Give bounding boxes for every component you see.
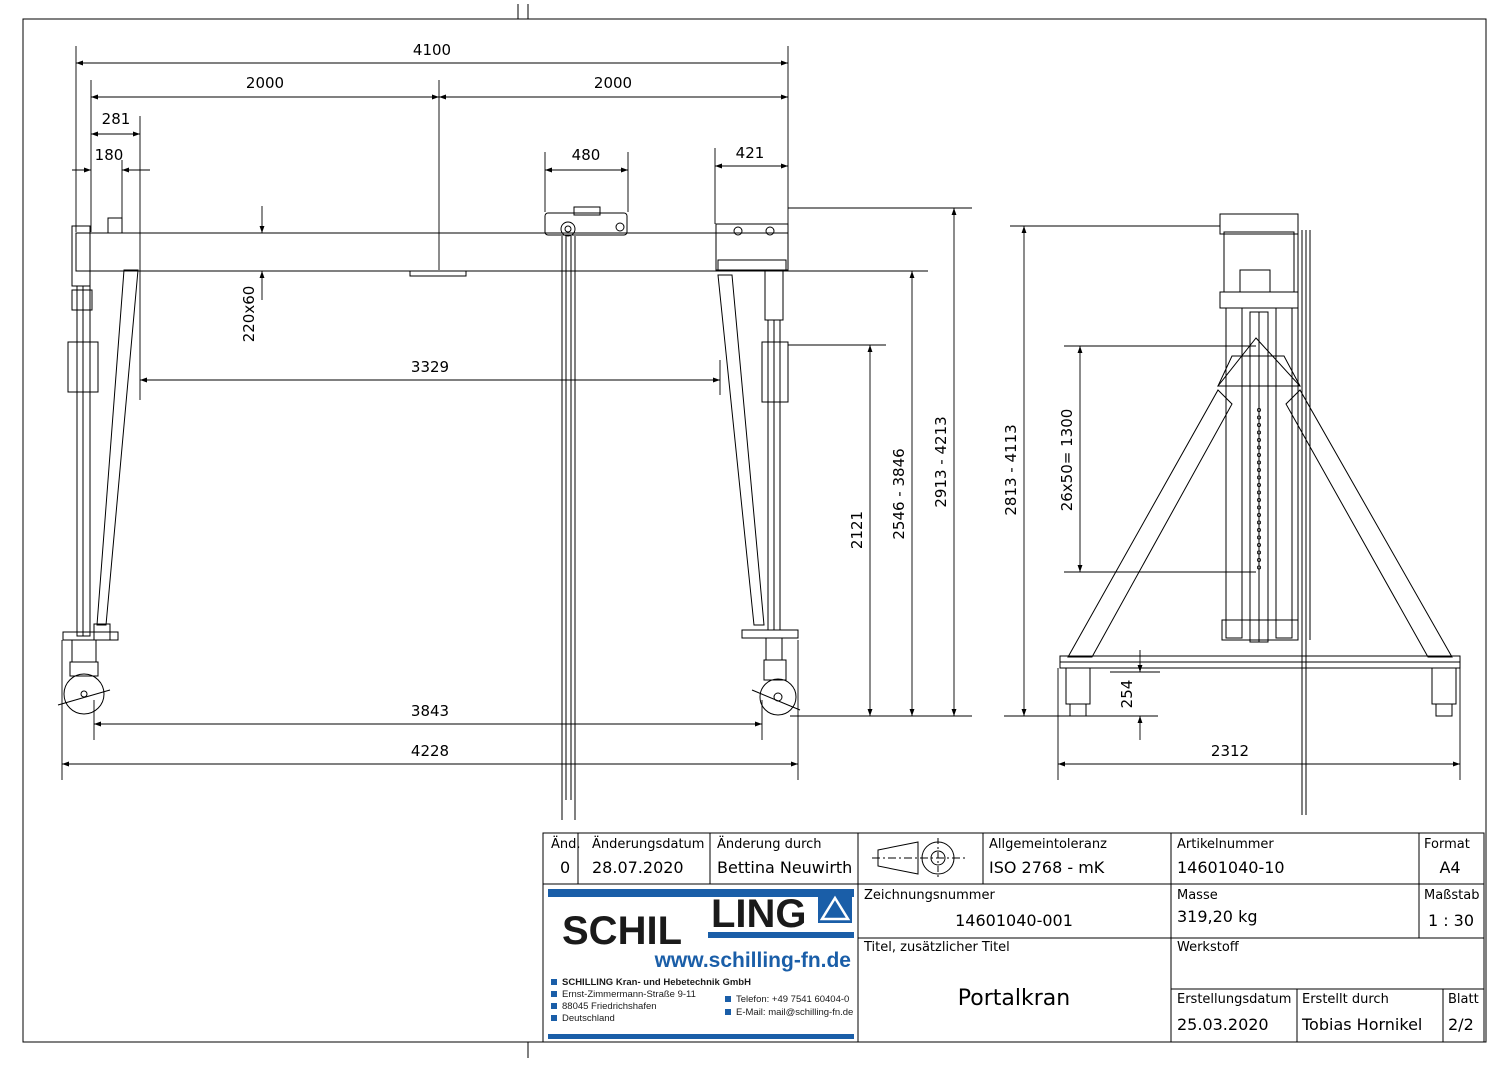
logo-triangle-icon (818, 893, 852, 923)
column-hole (1257, 437, 1262, 442)
column-hole (1257, 460, 1262, 465)
value-artikelnummer: 14601040-10 (1177, 858, 1285, 877)
column-hole (1257, 490, 1262, 495)
column-hole (1257, 407, 1262, 412)
label-massstab: Maßstab (1424, 888, 1479, 903)
dim-height-254: 254 (1118, 680, 1136, 709)
company-street: Ernst-Zimmermann-Straße 9-11 (562, 989, 696, 1000)
dim-281: 281 (102, 110, 131, 128)
dim-beam-profile: 220x60 (240, 286, 258, 343)
dim-clear-width: 3329 (411, 358, 449, 376)
dim-side-width: 2312 (1211, 742, 1249, 760)
dim-421: 421 (736, 144, 765, 162)
company-email: E-Mail: mail@schilling-fn.de (736, 1007, 853, 1018)
column-holes (1257, 407, 1262, 570)
column-hole (1257, 430, 1262, 435)
value-format: A4 (1439, 858, 1460, 877)
column-hole (1257, 422, 1262, 427)
column-hole (1257, 475, 1262, 480)
column-hole (1257, 452, 1262, 457)
label-zeichnungsnummer: Zeichnungsnummer (864, 888, 995, 903)
label-blatt: Blatt (1448, 992, 1479, 1007)
dim-480: 480 (572, 146, 601, 164)
column-hole (1257, 558, 1262, 563)
dim-height-2813: 2813 - 4113 (1002, 424, 1020, 515)
column-hole (1257, 565, 1262, 570)
value-allgemeintoleranz: ISO 2768 - mK (989, 858, 1105, 877)
logo-text-right: LING (711, 892, 807, 936)
column-hole (1257, 415, 1262, 420)
label-masse: Masse (1177, 888, 1218, 903)
column-hole (1257, 497, 1262, 502)
column-hole (1257, 535, 1262, 540)
label-erstellungsdatum: Erstellungsdatum (1177, 992, 1291, 1007)
title-block-values: 0 28.07.2020 Bettina Neuwirth ISO 2768 -… (560, 858, 1474, 1034)
dim-total-width: 4228 (411, 742, 449, 760)
dim-height-2121: 2121 (848, 511, 866, 549)
dim-wheel-track: 3843 (411, 702, 449, 720)
value-erstellungsdatum: 25.03.2020 (1177, 1015, 1269, 1034)
label-format: Format (1424, 837, 1470, 852)
title-block-labels: Änd. Änderungsdatum Änderung durch Allge… (551, 836, 1479, 1007)
dimension-labels: 4100 2000 2000 281 180 480 421 220x60 33… (95, 41, 1249, 760)
value-erstellt-durch: Tobias Hornikel (1301, 1015, 1422, 1034)
label-artikelnummer: Artikelnummer (1177, 837, 1274, 852)
dim-180: 180 (95, 146, 124, 164)
value-aenderungsdatum: 28.07.2020 (592, 858, 684, 877)
label-allgemeintoleranz: Allgemeintoleranz (989, 837, 1107, 852)
column-hole (1257, 513, 1262, 518)
value-masse: 319,20 kg (1177, 907, 1258, 926)
column-hole (1257, 528, 1262, 533)
logo-text-left: SCHIL (562, 909, 682, 953)
value-aend: 0 (560, 858, 570, 877)
dim-half-left: 2000 (246, 74, 284, 92)
dim-overall-width: 4100 (413, 41, 451, 59)
company-url: www.schilling-fn.de (654, 949, 851, 972)
column-hole (1257, 520, 1262, 525)
dim-height-2913: 2913 - 4213 (932, 416, 950, 507)
company-country: Deutschland (562, 1013, 615, 1024)
title-block (542, 832, 1485, 1043)
column-hole (1257, 445, 1262, 450)
front-view (57, 206, 801, 820)
value-aenderung-durch: Bettina Neuwirth (717, 858, 852, 877)
value-zeichnungsnummer: 14601040-001 (955, 911, 1073, 930)
label-aenderungsdatum: Änderungsdatum (592, 836, 704, 852)
label-erstellt-durch: Erstellt durch (1302, 992, 1389, 1007)
value-massstab: 1 : 30 (1428, 911, 1474, 930)
company-logo: SCHIL LING www.schilling-fn.de SCHILLING… (548, 889, 854, 1039)
value-titel: Portalkran (958, 986, 1070, 1011)
column-hole (1257, 482, 1262, 487)
label-werkstoff: Werkstoff (1177, 940, 1240, 955)
company-phone: Telefon: +49 7541 60404-0 (736, 994, 849, 1005)
company-name: SCHILLING Kran- und Hebetechnik GmbH (562, 977, 751, 988)
label-aend: Änd. (551, 836, 581, 852)
value-blatt: 2/2 (1448, 1015, 1474, 1034)
label-aenderung-durch: Änderung durch (717, 836, 822, 852)
column-hole (1257, 505, 1262, 510)
dim-height-2546: 2546 - 3846 (890, 448, 908, 539)
dimension-lines (61, 46, 1461, 780)
column-hole (1257, 543, 1262, 548)
company-city: 88045 Friedrichshafen (562, 1001, 657, 1012)
dim-hole-pattern: 26x50= 1300 (1058, 409, 1076, 512)
column-hole (1257, 550, 1262, 555)
side-view (1059, 213, 1461, 815)
column-hole (1257, 467, 1262, 472)
dim-half-right: 2000 (594, 74, 632, 92)
label-titel: Titel, zusätzlicher Titel (863, 940, 1010, 955)
